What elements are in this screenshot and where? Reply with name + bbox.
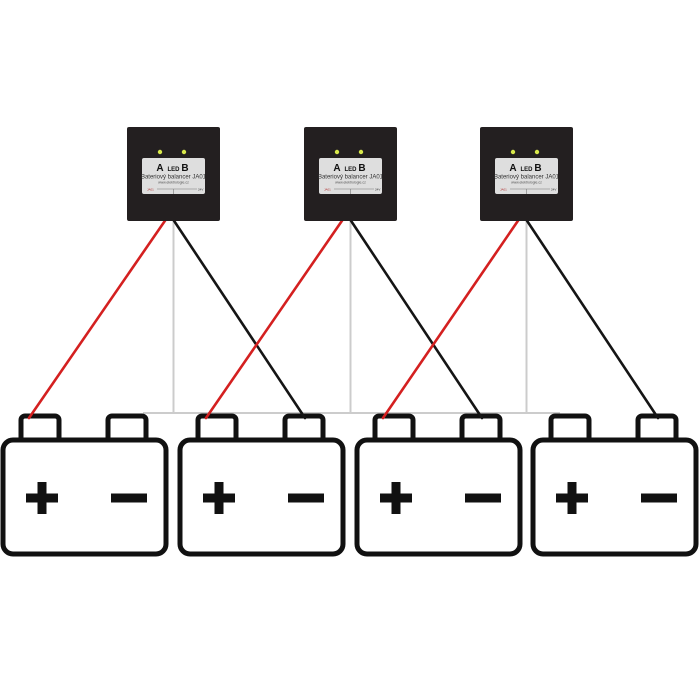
channel-a-label: A [156, 163, 163, 174]
channel-a-label: A [509, 163, 516, 174]
led-label: LED [168, 167, 181, 173]
positive-wire-1 [27, 218, 167, 420]
right-small-label: 24V [551, 188, 556, 192]
led-a-indicator [510, 149, 516, 155]
led-label: LED [345, 167, 358, 173]
battery-1 [0, 413, 169, 557]
minus-symbol [111, 493, 147, 503]
signal-wires [27, 218, 660, 420]
balancer-name: Bateriový balancer JA01 [318, 175, 384, 181]
battery-bank [0, 413, 699, 557]
minus-symbol [288, 493, 324, 503]
balancer-label-panel [495, 158, 558, 194]
plus-symbol [556, 482, 588, 514]
led-label: LED [521, 167, 534, 173]
right-small-label: 24V [375, 188, 380, 192]
minus-symbol [465, 493, 501, 503]
plus-symbol [203, 482, 235, 514]
balancer-label-panel [319, 158, 382, 194]
negative-wire-3 [525, 218, 660, 420]
channel-b-label: B [534, 163, 541, 174]
battery-body [354, 437, 523, 557]
battery-4 [530, 413, 699, 557]
led-a-indicator [334, 149, 340, 155]
left-small-label: JA01 [500, 188, 507, 192]
battery-body [530, 437, 699, 557]
balancer-name: Bateriový balancer JA01 [494, 175, 560, 181]
battery-2 [177, 413, 346, 557]
positive-wire-3 [381, 218, 520, 420]
battery-3 [354, 413, 523, 557]
left-small-label: JA01 [324, 188, 331, 192]
plus-symbol [380, 482, 412, 514]
midpoint-wires [143, 213, 560, 414]
negative-wire-1 [172, 218, 307, 420]
led-a-indicator [157, 149, 163, 155]
balancer-url: www.elektrologie.cz [158, 181, 189, 185]
balancer-label-panel [142, 158, 205, 194]
led-b-indicator [358, 149, 364, 155]
balancer-name: Bateriový balancer JA01 [141, 175, 207, 181]
positive-wire-2 [204, 218, 344, 420]
plus-symbol [26, 482, 58, 514]
left-small-label: JA01 [147, 188, 154, 192]
channel-b-label: B [181, 163, 188, 174]
led-b-indicator [534, 149, 540, 155]
battery-body [0, 437, 169, 557]
negative-wire-2 [349, 218, 484, 420]
right-small-label: 24V [198, 188, 203, 192]
channel-a-label: A [333, 163, 340, 174]
led-b-indicator [181, 149, 187, 155]
balancer-url: www.elektrologie.cz [335, 181, 366, 185]
minus-symbol [641, 493, 677, 503]
channel-b-label: B [358, 163, 365, 174]
battery-body [177, 437, 346, 557]
balancer-url: www.elektrologie.cz [511, 181, 542, 185]
